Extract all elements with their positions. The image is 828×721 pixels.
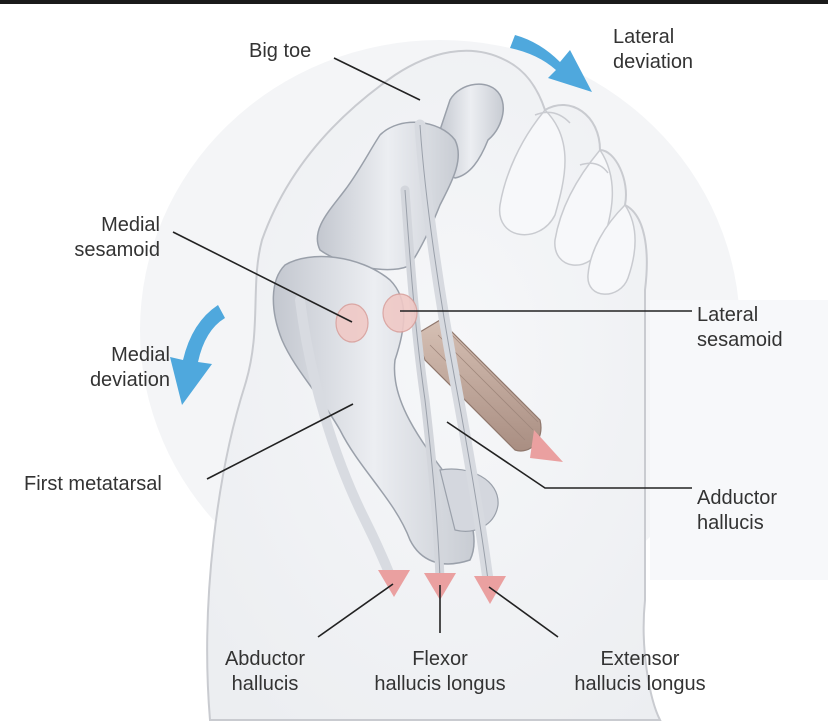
label-lateral-sesamoid-line2: sesamoid (697, 329, 783, 351)
label-abductor-hallucis-line2: hallucis (231, 673, 299, 695)
label-lateral-deviation-line1: Lateral (613, 26, 675, 48)
leader-lines (172, 57, 692, 638)
label-adductor-hallucis-line2: hallucis (697, 512, 764, 534)
medial-sesamoid-bone (335, 303, 369, 343)
label-medial-sesamoid: Medial sesamoid (60, 213, 160, 263)
label-flexor-hallucis-longus: Flexor hallucis longus (355, 647, 525, 697)
adductor-hallucis-leader (446, 421, 692, 489)
label-abductor-hallucis: Abductor hallucis (205, 647, 325, 697)
label-extensor-hallucis-longus-line2: hallucis longus (574, 673, 706, 695)
label-lateral-deviation: Lateral deviation (613, 25, 693, 75)
label-abductor-hallucis-line1: Abductor (224, 648, 306, 670)
label-medial-deviation: Medial deviation (60, 343, 170, 393)
label-first-metatarsal: First metatarsal (24, 473, 162, 495)
medial-deviation-arrow (170, 305, 225, 405)
sesamoid-bones (335, 293, 418, 343)
label-lateral-deviation-line2: deviation (613, 51, 694, 73)
extensor-hallucis-longus-leader (488, 586, 559, 638)
label-medial-deviation-line1: Medial (111, 344, 170, 366)
deviation-arrows (170, 35, 592, 405)
label-flexor-hallucis-longus-line1: Flexor (412, 648, 468, 670)
label-medial-sesamoid-line2: sesamoid (74, 239, 160, 261)
label-extensor-hallucis-longus: Extensor hallucis longus (555, 647, 725, 697)
foot-skin-outline (206, 49, 662, 721)
abductor-hallucis-leader (317, 583, 394, 638)
label-adductor-hallucis: Adductor hallucis (697, 486, 777, 536)
label-lateral-sesamoid-line1: Lateral (697, 304, 759, 326)
top-rule (0, 0, 828, 4)
label-medial-sesamoid-line1: Medial (101, 214, 160, 236)
lateral-deviation-arrow (510, 35, 592, 92)
tendons (295, 119, 494, 586)
adductor-force-arrow (530, 430, 563, 462)
first-metatarsal-leader (206, 403, 354, 480)
extensor-force-arrow (474, 576, 506, 604)
label-lateral-sesamoid: Lateral sesamoid (697, 303, 783, 353)
lateral-sesamoid-bone (382, 293, 418, 333)
abductor-force-arrow (378, 570, 410, 597)
label-adductor-hallucis-line1: Adductor (697, 487, 778, 509)
label-flexor-hallucis-longus-line2: hallucis longus (374, 673, 506, 695)
medial-sesamoid-leader (172, 231, 353, 323)
label-extensor-hallucis-longus-line1: Extensor (600, 648, 680, 670)
label-big-toe: Big toe (249, 40, 312, 62)
big-toe-leader (333, 57, 421, 101)
label-medial-deviation-line2: deviation (89, 369, 170, 391)
